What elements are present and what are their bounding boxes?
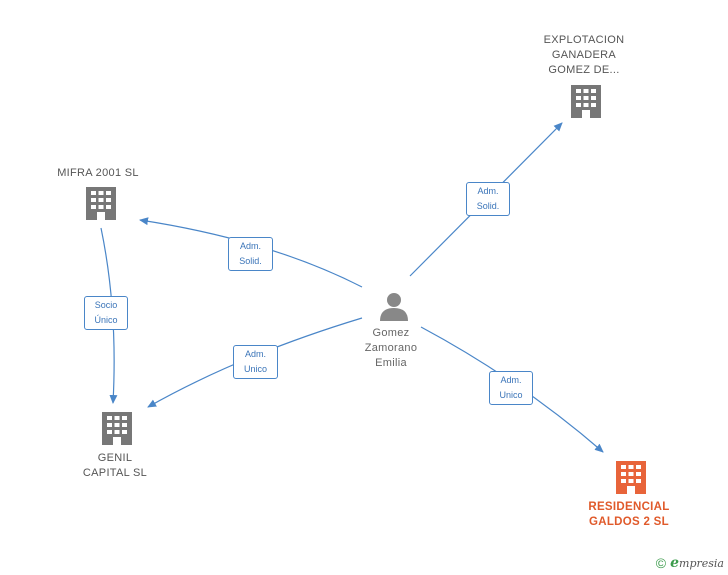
building-icon[interactable] [571, 85, 601, 118]
edge-label-mifra: Adm. Solid. [228, 237, 273, 271]
node-label-person[interactable]: Gomez Zamorano Emilia [364, 327, 418, 369]
main-building-icon[interactable] [616, 461, 646, 494]
footer: © empresia [656, 555, 724, 571]
edge-label-residencial: Adm. Unico [489, 371, 533, 405]
edge-label-genil: Adm. Unico [233, 345, 278, 379]
node-label-residencial[interactable]: RESIDENCIAL GALDOS 2 SL [588, 501, 670, 528]
copyright-icon: © [655, 555, 667, 571]
edge-label-explotacion: Adm. Solid. [466, 182, 510, 216]
node-label-genil[interactable]: GENIL CAPITAL SL [82, 452, 148, 479]
brand-logo[interactable]: empresia [670, 555, 724, 571]
person-icon[interactable] [380, 293, 408, 321]
building-icon[interactable] [86, 187, 116, 220]
node-label-mifra[interactable]: MIFRA 2001 SL [57, 167, 139, 179]
building-icon[interactable] [102, 412, 132, 445]
edge-label-socio: Socio Único [84, 296, 128, 330]
node-label-explotacion[interactable]: EXPLOTACION GANADERA GOMEZ DE... [543, 34, 625, 76]
